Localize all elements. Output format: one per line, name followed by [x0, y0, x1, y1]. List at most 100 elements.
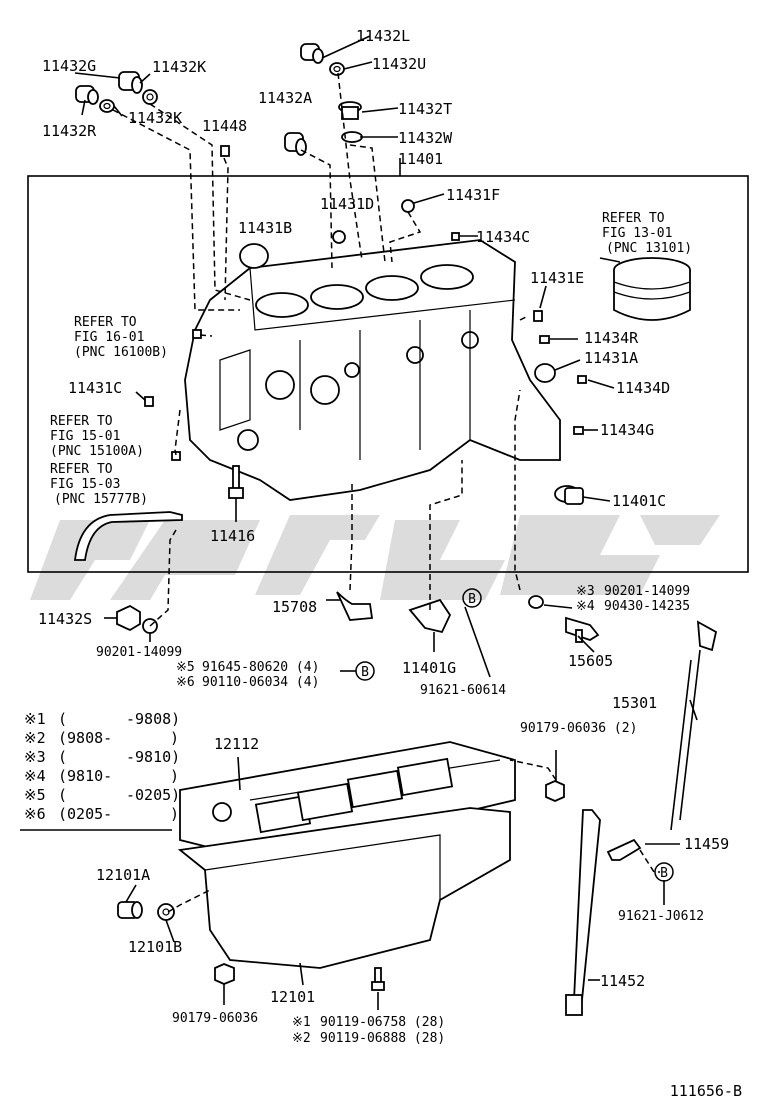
- note-row-to: -9810): [126, 748, 180, 766]
- label-90201-14099-left: 90201-14099: [96, 645, 182, 660]
- notes-legend: ※1 ( -9808) ※2 (9808- ) ※3 ( -9810) ※4 (…: [20, 710, 180, 831]
- sensor-15708-drawing: [336, 591, 374, 621]
- refer-fig-15-01: REFER TO FIG 15-01 (PNC 15100A): [50, 414, 144, 459]
- refer-fig16-line3: (PNC 16100B): [74, 345, 168, 360]
- note-row: ※1 ( -9808): [24, 710, 180, 728]
- label-11432l: 11432L: [356, 27, 410, 45]
- label-90201-14099-right: 90201-14099: [604, 584, 690, 599]
- note-row-mark: ※6: [24, 805, 46, 823]
- label-15605: 15605: [568, 652, 613, 670]
- watermark-logo: [30, 515, 720, 600]
- nut-90179-06036-2-drawing: [545, 780, 565, 802]
- washer-11432u-drawing: [329, 62, 345, 76]
- pin-left-1-drawing: [192, 329, 202, 339]
- note-row-from: (9808-: [58, 729, 112, 747]
- refer-fig15-01-line2: FIG 15-01: [50, 429, 120, 444]
- label-11401g: 11401G: [402, 659, 456, 677]
- gasket-90201-14099-right-drawing: [528, 595, 544, 609]
- label-11431c: 11431C: [68, 379, 122, 397]
- label-12101: 12101: [270, 988, 315, 1006]
- note-row-from: (: [58, 786, 67, 804]
- note-row-mark: ※1: [24, 710, 46, 728]
- note-row-mark: ※5: [24, 786, 46, 804]
- clamp-11459-drawing: [606, 838, 642, 861]
- label-90119-06888: 90119-06888 (28): [320, 1031, 445, 1046]
- washer-11432k2-drawing: [99, 99, 115, 113]
- note6-mark: ※6: [176, 675, 195, 690]
- note5-mark: ※5: [176, 660, 195, 675]
- plug-11431b-drawing: [239, 243, 269, 269]
- note-row-from: (0205-: [58, 805, 112, 823]
- refer-fig15-03-line1: REFER TO: [50, 462, 113, 477]
- note-row-to: ): [170, 767, 179, 785]
- refer-fig16-line2: FIG 16-01: [74, 330, 144, 345]
- refer-fig-16-01: REFER TO FIG 16-01 (PNC 16100B): [74, 315, 168, 360]
- cylinder-block-drawing: [184, 239, 561, 501]
- label-11434g: 11434G: [600, 421, 654, 439]
- refer-fig15-03-line2: FIG 15-03: [50, 477, 120, 492]
- label-11432g: 11432G: [42, 57, 96, 75]
- plug-11431d-drawing: [332, 230, 346, 244]
- note-row: ※2 (9808- ): [24, 729, 179, 747]
- dipstick-15301-drawing: [670, 620, 718, 831]
- label-12101b: 12101B: [128, 938, 182, 956]
- callout-b-3-text: B: [660, 866, 668, 881]
- refer-fig13-line2: FIG 13-01: [602, 226, 672, 241]
- label-11431f: 11431F: [446, 186, 500, 204]
- assembly-dash-lines: [112, 72, 660, 913]
- plug-11431a-drawing: [534, 363, 556, 383]
- bolt-90119-drawing: [371, 967, 385, 991]
- note-row-from: (: [58, 748, 67, 766]
- nut-90179-06036-drawing: [214, 963, 235, 985]
- label-90110-06034: 90110-06034 (4): [202, 675, 319, 690]
- refer-fig16-line1: REFER TO: [74, 315, 137, 330]
- note-row-mark: ※3: [24, 748, 46, 766]
- label-11431d: 11431D: [320, 195, 374, 213]
- hose-15777b-drawing: [73, 511, 183, 561]
- plug-11432g-drawing: [118, 71, 143, 94]
- leader-lines: [74, 35, 698, 1010]
- refer-fig-13-01: REFER TO FIG 13-01 (PNC 13101): [602, 211, 692, 256]
- label-11431a: 11431A: [584, 349, 638, 367]
- pin-11434g-drawing: [573, 426, 584, 435]
- union-15605-drawing: [565, 616, 600, 643]
- block-group-frame: [27, 175, 749, 573]
- label-11432k-bottom: 11432K: [128, 109, 182, 127]
- callout-b-3: B: [654, 862, 674, 882]
- plug-12101a-drawing: [117, 901, 143, 919]
- note-row: ※4 (9810- ): [24, 767, 179, 785]
- plug-11432s-drawing: [116, 604, 141, 632]
- label-90430-14235: 90430-14235: [604, 599, 690, 614]
- label-91645-80620: 91645-80620 (4): [202, 660, 319, 675]
- refer-fig15-01-line1: REFER TO: [50, 414, 113, 429]
- label-11431b: 11431B: [238, 219, 292, 237]
- label-11432s: 11432S: [38, 610, 92, 628]
- note2-mark: ※2: [292, 1031, 311, 1046]
- label-90119-06758: 90119-06758 (28): [320, 1015, 445, 1030]
- diagram-code: 111656-B: [670, 1082, 742, 1100]
- label-91621-60614: 91621-60614: [420, 683, 506, 698]
- piston-drawing: [613, 257, 691, 321]
- label-11401: 11401: [398, 150, 443, 168]
- guide-11452-drawing: [565, 809, 601, 1016]
- label-91621-j0612: 91621-J0612: [618, 909, 704, 924]
- plug-11432r-drawing: [75, 85, 99, 105]
- note-row: ※3 ( -9810): [24, 748, 180, 766]
- refer-fig13-line3: (PNC 13101): [606, 241, 692, 256]
- pin-11434r-drawing: [539, 335, 550, 344]
- callout-b-1-text: B: [468, 592, 476, 607]
- note-row-to: -0205): [126, 786, 180, 804]
- washer-11432k-drawing: [142, 89, 158, 105]
- label-11432r: 11432R: [42, 122, 97, 140]
- label-90179-06036: 90179-06036: [172, 1011, 258, 1026]
- label-11432u: 11432U: [372, 55, 426, 73]
- label-12112: 12112: [214, 735, 259, 753]
- refer-fig13-line1: REFER TO: [602, 211, 665, 226]
- oil-pan-gasket-12112-drawing: [179, 741, 516, 861]
- callout-b-2-text: B: [361, 665, 369, 680]
- label-11401c: 11401C: [612, 492, 666, 510]
- label-11432w: 11432W: [398, 129, 453, 147]
- label-11434r: 11434R: [584, 329, 639, 347]
- label-11416: 11416: [210, 527, 255, 545]
